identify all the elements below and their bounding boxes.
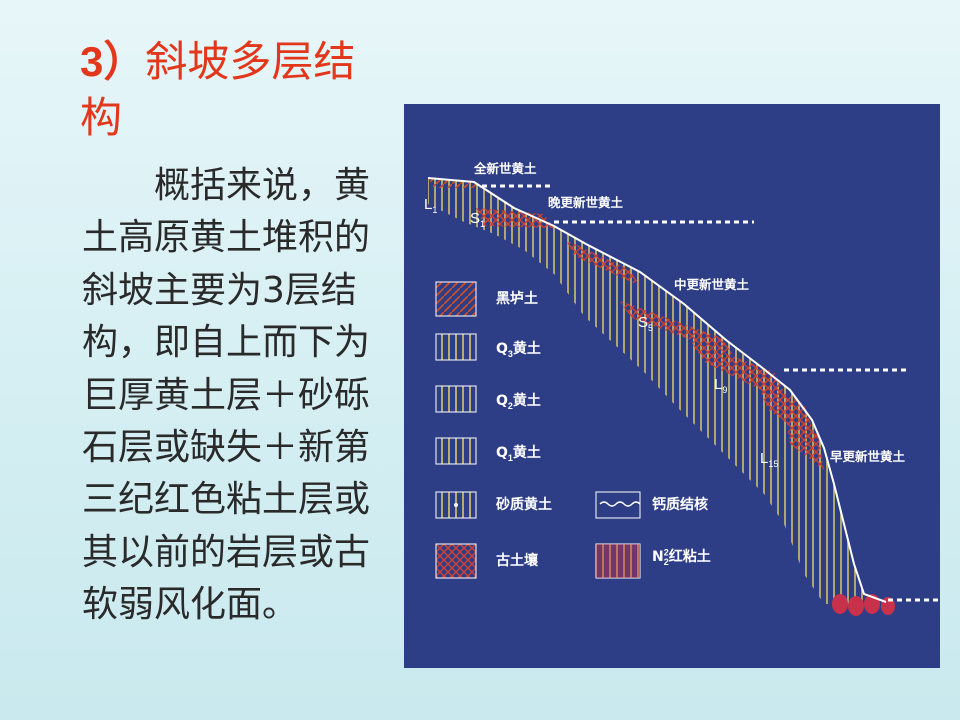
symbol-s1: S1 [470,210,486,229]
body-paragraph: 概括来说，黄土高原黄土堆积的斜坡主要为3层结构，即自上而下为巨厚黄土层＋砂砾石层… [82,165,371,626]
paleosol-band-lower [784,404,824,470]
symbol-l1: L1 [424,196,438,215]
legend-q1-loess: Q1黄土 [496,445,541,463]
paleosol-band-s1 [476,208,554,228]
symbol-s5: S5 [638,314,654,333]
label-early-pleistocene-loess: 早更新世黄土 [830,449,906,464]
paleosol-band-s5 [618,300,734,356]
title-text: 斜坡多层结构 [80,37,356,142]
legend-q3-loess: Q3黄土 [496,341,541,359]
label-middle-pleistocene-loess: 中更新世黄土 [674,277,750,292]
legend-black-soil: 黑垆土 [496,291,538,307]
legend-swatches [435,281,641,579]
label-holocene-loess: 全新世黄土 [474,161,537,176]
slope-surface-line [427,177,887,603]
legend-paleosol: 古土壤 [496,553,538,569]
black-soil-top [428,178,484,188]
red-clay-base [832,594,895,616]
label-late-pleistocene-loess: 晚更新世黄土 [548,195,624,210]
legend-red-clay: N22红粘土 [652,547,711,567]
legend-sandy-loess: 砂质黄土 [496,497,552,513]
legend-q2-loess: Q2黄土 [496,393,541,411]
paleosol-band-upper [566,240,640,286]
loess-body [428,178,874,604]
slide-title: 3）斜坡多层结构 [80,34,380,146]
legend-calcareous-nodule: 钙质结核 [652,497,708,513]
symbol-l15: L15 [760,450,779,469]
slope-diagram: 全新世黄土 晚更新世黄土 中更新世黄土 早更新世黄土 L1 S1 S5 L9 L… [404,104,940,668]
symbol-l9: L9 [714,376,728,395]
horizon-lines [482,184,940,602]
title-number: 3） [80,38,146,85]
slope-profile-svg [427,177,940,616]
